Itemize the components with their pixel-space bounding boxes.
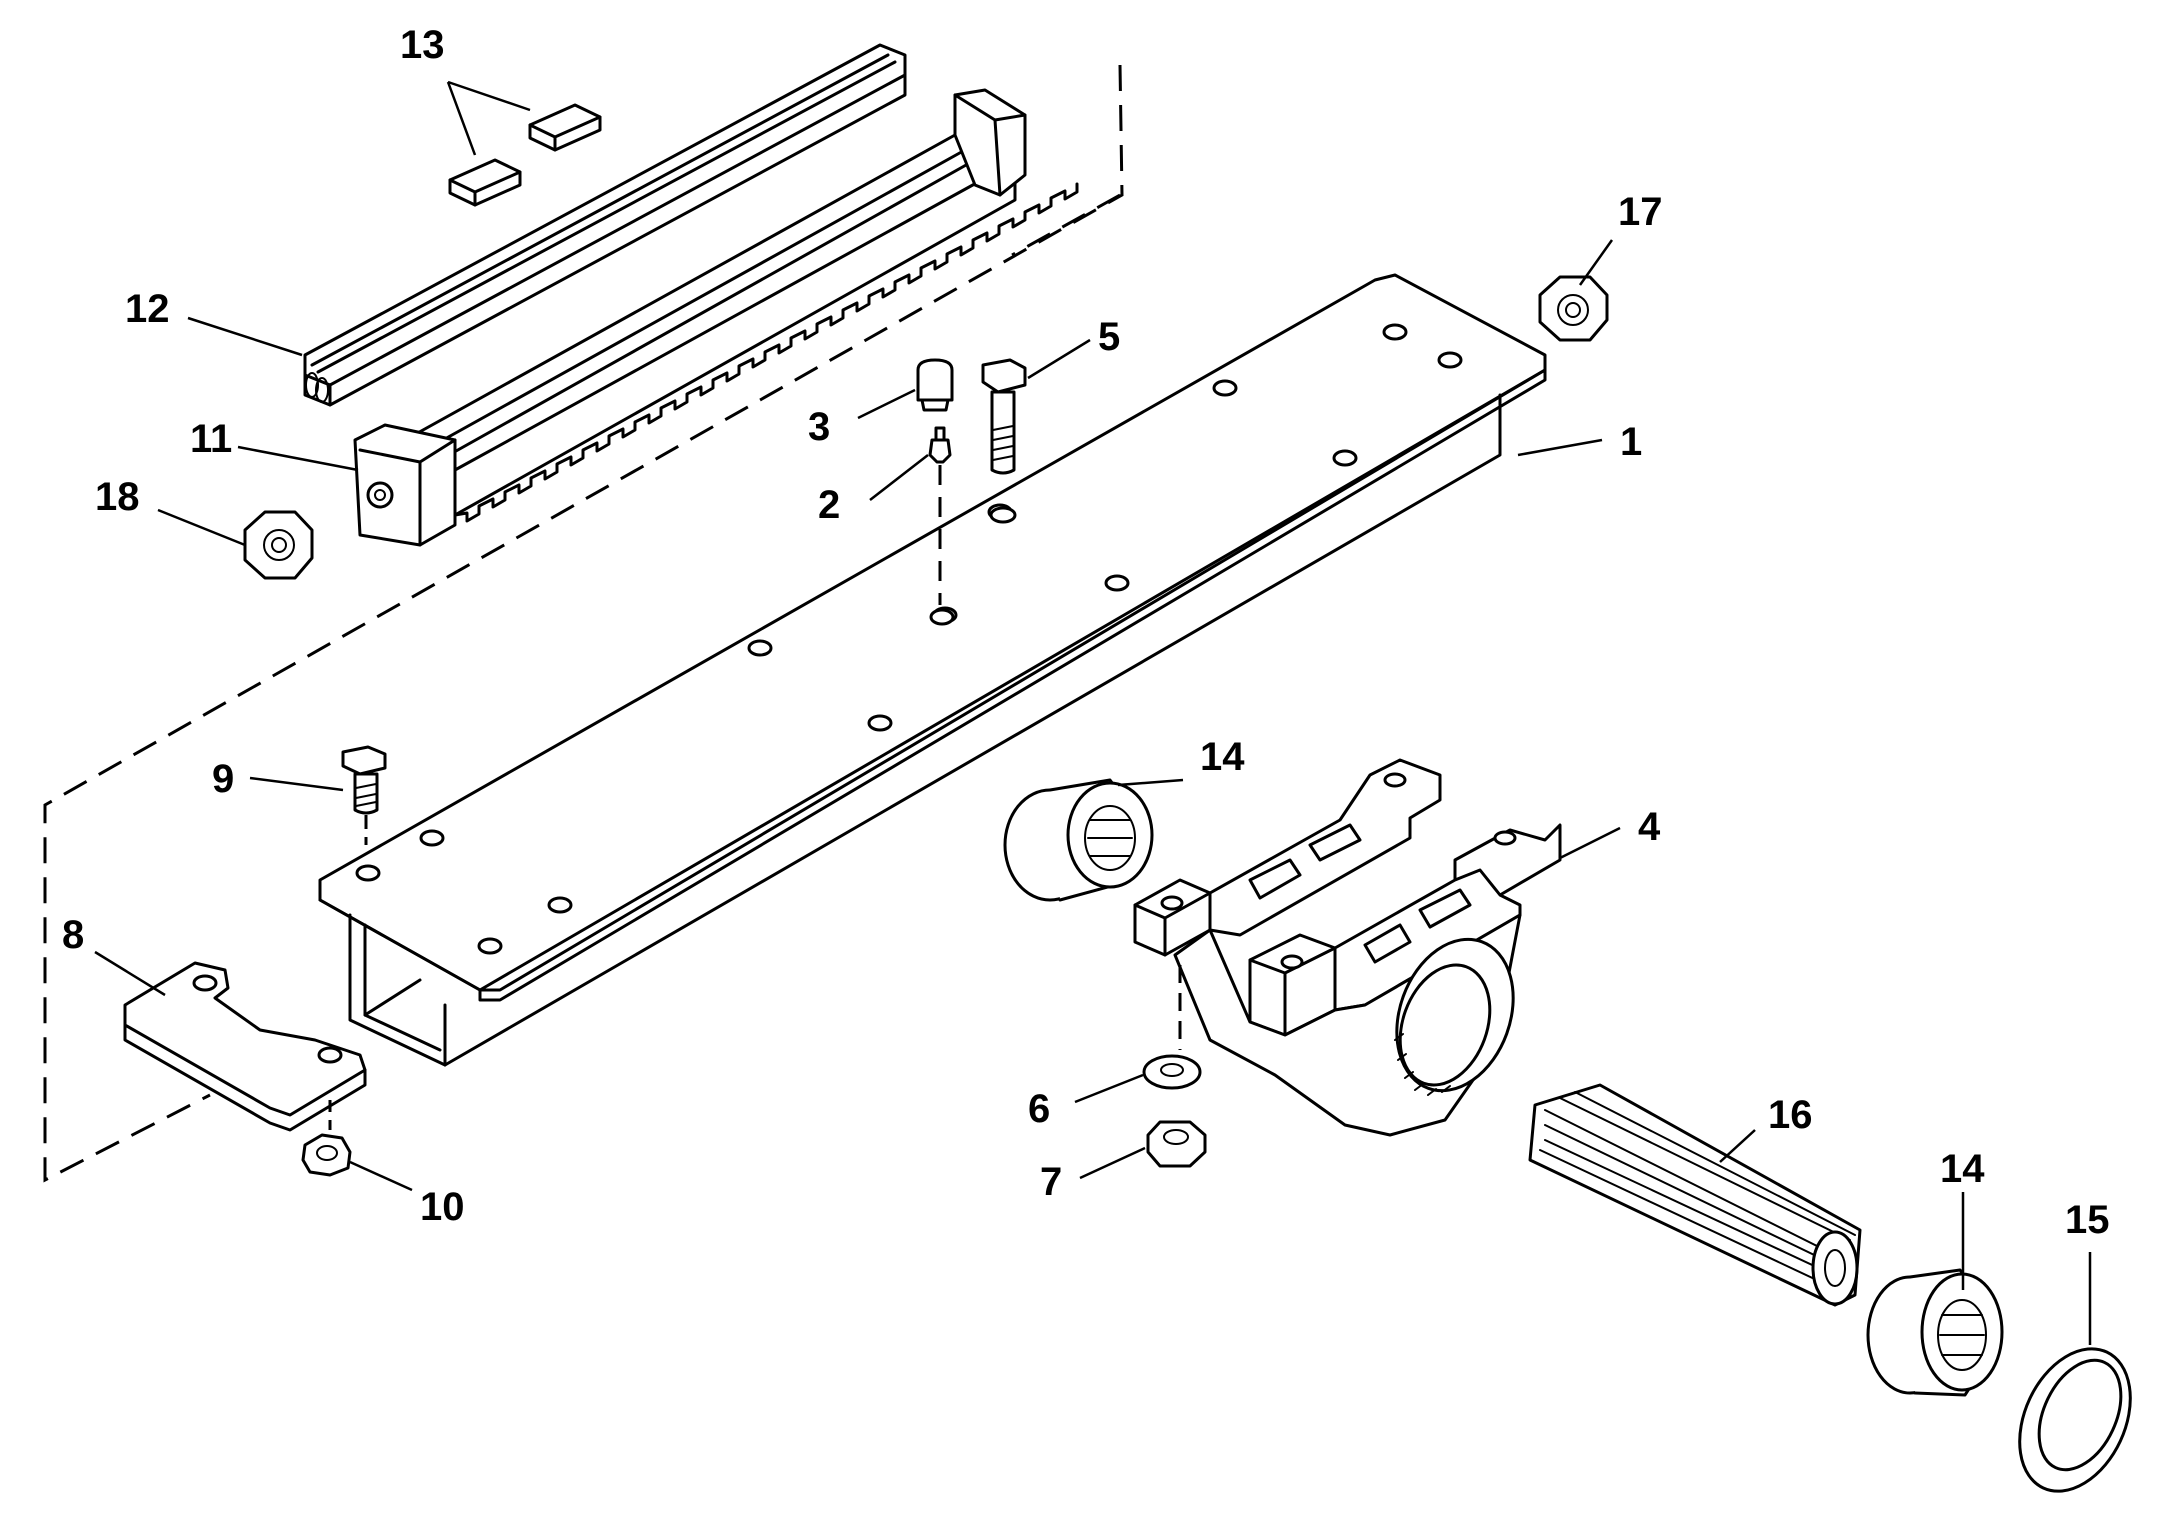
callout-18: 18 xyxy=(95,475,140,519)
part-bracket-plate xyxy=(123,961,367,1132)
part-spline-shaft xyxy=(1528,1083,1862,1307)
part-bolt-small xyxy=(341,745,387,845)
callout-16: 16 xyxy=(1768,1093,1813,1137)
callout-3: 3 xyxy=(808,405,830,449)
part-spline-coupling-upper xyxy=(1003,778,1154,902)
part-rail-clips xyxy=(448,103,602,207)
part-spline-coupling-lower xyxy=(1866,1268,2004,1397)
callout-8: 8 xyxy=(62,913,84,957)
part-base-beam xyxy=(318,273,1547,1067)
callout-9: 9 xyxy=(212,757,234,801)
callout-2: 2 xyxy=(818,483,840,527)
callout-12: 12 xyxy=(125,287,170,331)
callout-labels: 1 2 3 4 5 6 7 8 9 10 11 12 13 14 14 15 1… xyxy=(62,23,2110,1242)
callout-7: 7 xyxy=(1040,1160,1062,1204)
part-hex-nut-left xyxy=(243,510,314,580)
callout-17: 17 xyxy=(1618,190,1663,234)
callout-11: 11 xyxy=(190,417,232,461)
part-guide-rail xyxy=(303,43,907,407)
leader-lines xyxy=(94,80,2092,1345)
callout-1: 1 xyxy=(1620,420,1642,464)
part-bearing-housing xyxy=(1133,758,1562,1137)
callout-14a: 14 xyxy=(1200,735,1245,779)
callout-4: 4 xyxy=(1638,805,1661,849)
part-hex-nut-lower xyxy=(1146,1120,1207,1168)
assembly-dashed-outline xyxy=(43,64,1124,1183)
callout-10: 10 xyxy=(420,1185,465,1229)
callout-13: 13 xyxy=(400,23,445,67)
part-grease-fitting xyxy=(928,426,955,626)
part-washer-small xyxy=(1142,1054,1202,1090)
part-rack-channel xyxy=(353,88,1079,547)
callout-14b: 14 xyxy=(1940,1147,1985,1191)
part-thrust-washer xyxy=(2018,1347,2132,1493)
part-plug xyxy=(916,358,954,412)
callout-15: 15 xyxy=(2065,1198,2110,1242)
part-hex-nut-small xyxy=(301,1133,352,1177)
callout-5: 5 xyxy=(1098,315,1120,359)
part-bolt xyxy=(981,358,1027,524)
callout-6: 6 xyxy=(1028,1087,1050,1131)
part-hex-nut-right xyxy=(1538,275,1609,342)
